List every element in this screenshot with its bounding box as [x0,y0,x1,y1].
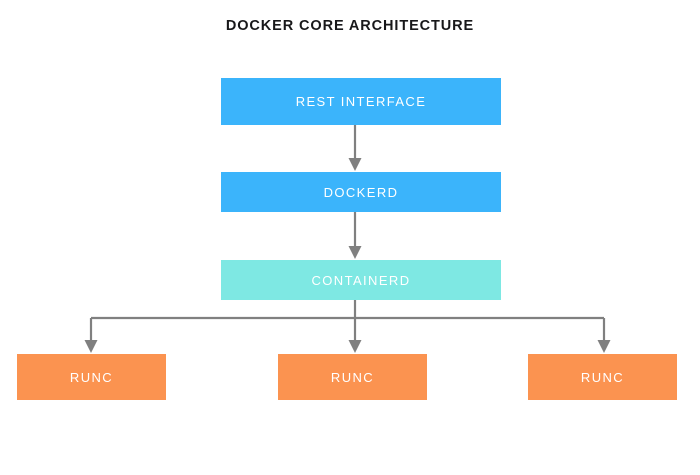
node-dockerd-label: DOCKERD [323,184,399,200]
node-rest-interface[interactable]: REST INTERFACE [221,78,501,125]
edge-containerd-to-runc-2 [348,318,362,353]
node-runc-1-label: RUNC [69,369,114,385]
edge-containerd-to-runc-1 [84,318,98,353]
node-dockerd[interactable]: DOCKERD [221,172,501,212]
page-title: DOCKER CORE ARCHITECTURE [225,18,475,34]
node-containerd-label: CONTAINERD [311,272,411,288]
node-runc-2[interactable]: RUNC [278,354,427,400]
edge-rest-interface-to-dockerd [348,125,362,171]
node-runc-3-label: RUNC [580,369,625,385]
edge-dockerd-to-containerd [348,212,362,259]
node-runc-1[interactable]: RUNC [17,354,166,400]
edge-containerd-to-runc-3 [597,318,611,353]
node-runc-3[interactable]: RUNC [528,354,677,400]
node-runc-2-label: RUNC [330,369,375,385]
node-containerd[interactable]: CONTAINERD [221,260,501,300]
node-rest-interface-label: REST INTERFACE [295,94,427,109]
